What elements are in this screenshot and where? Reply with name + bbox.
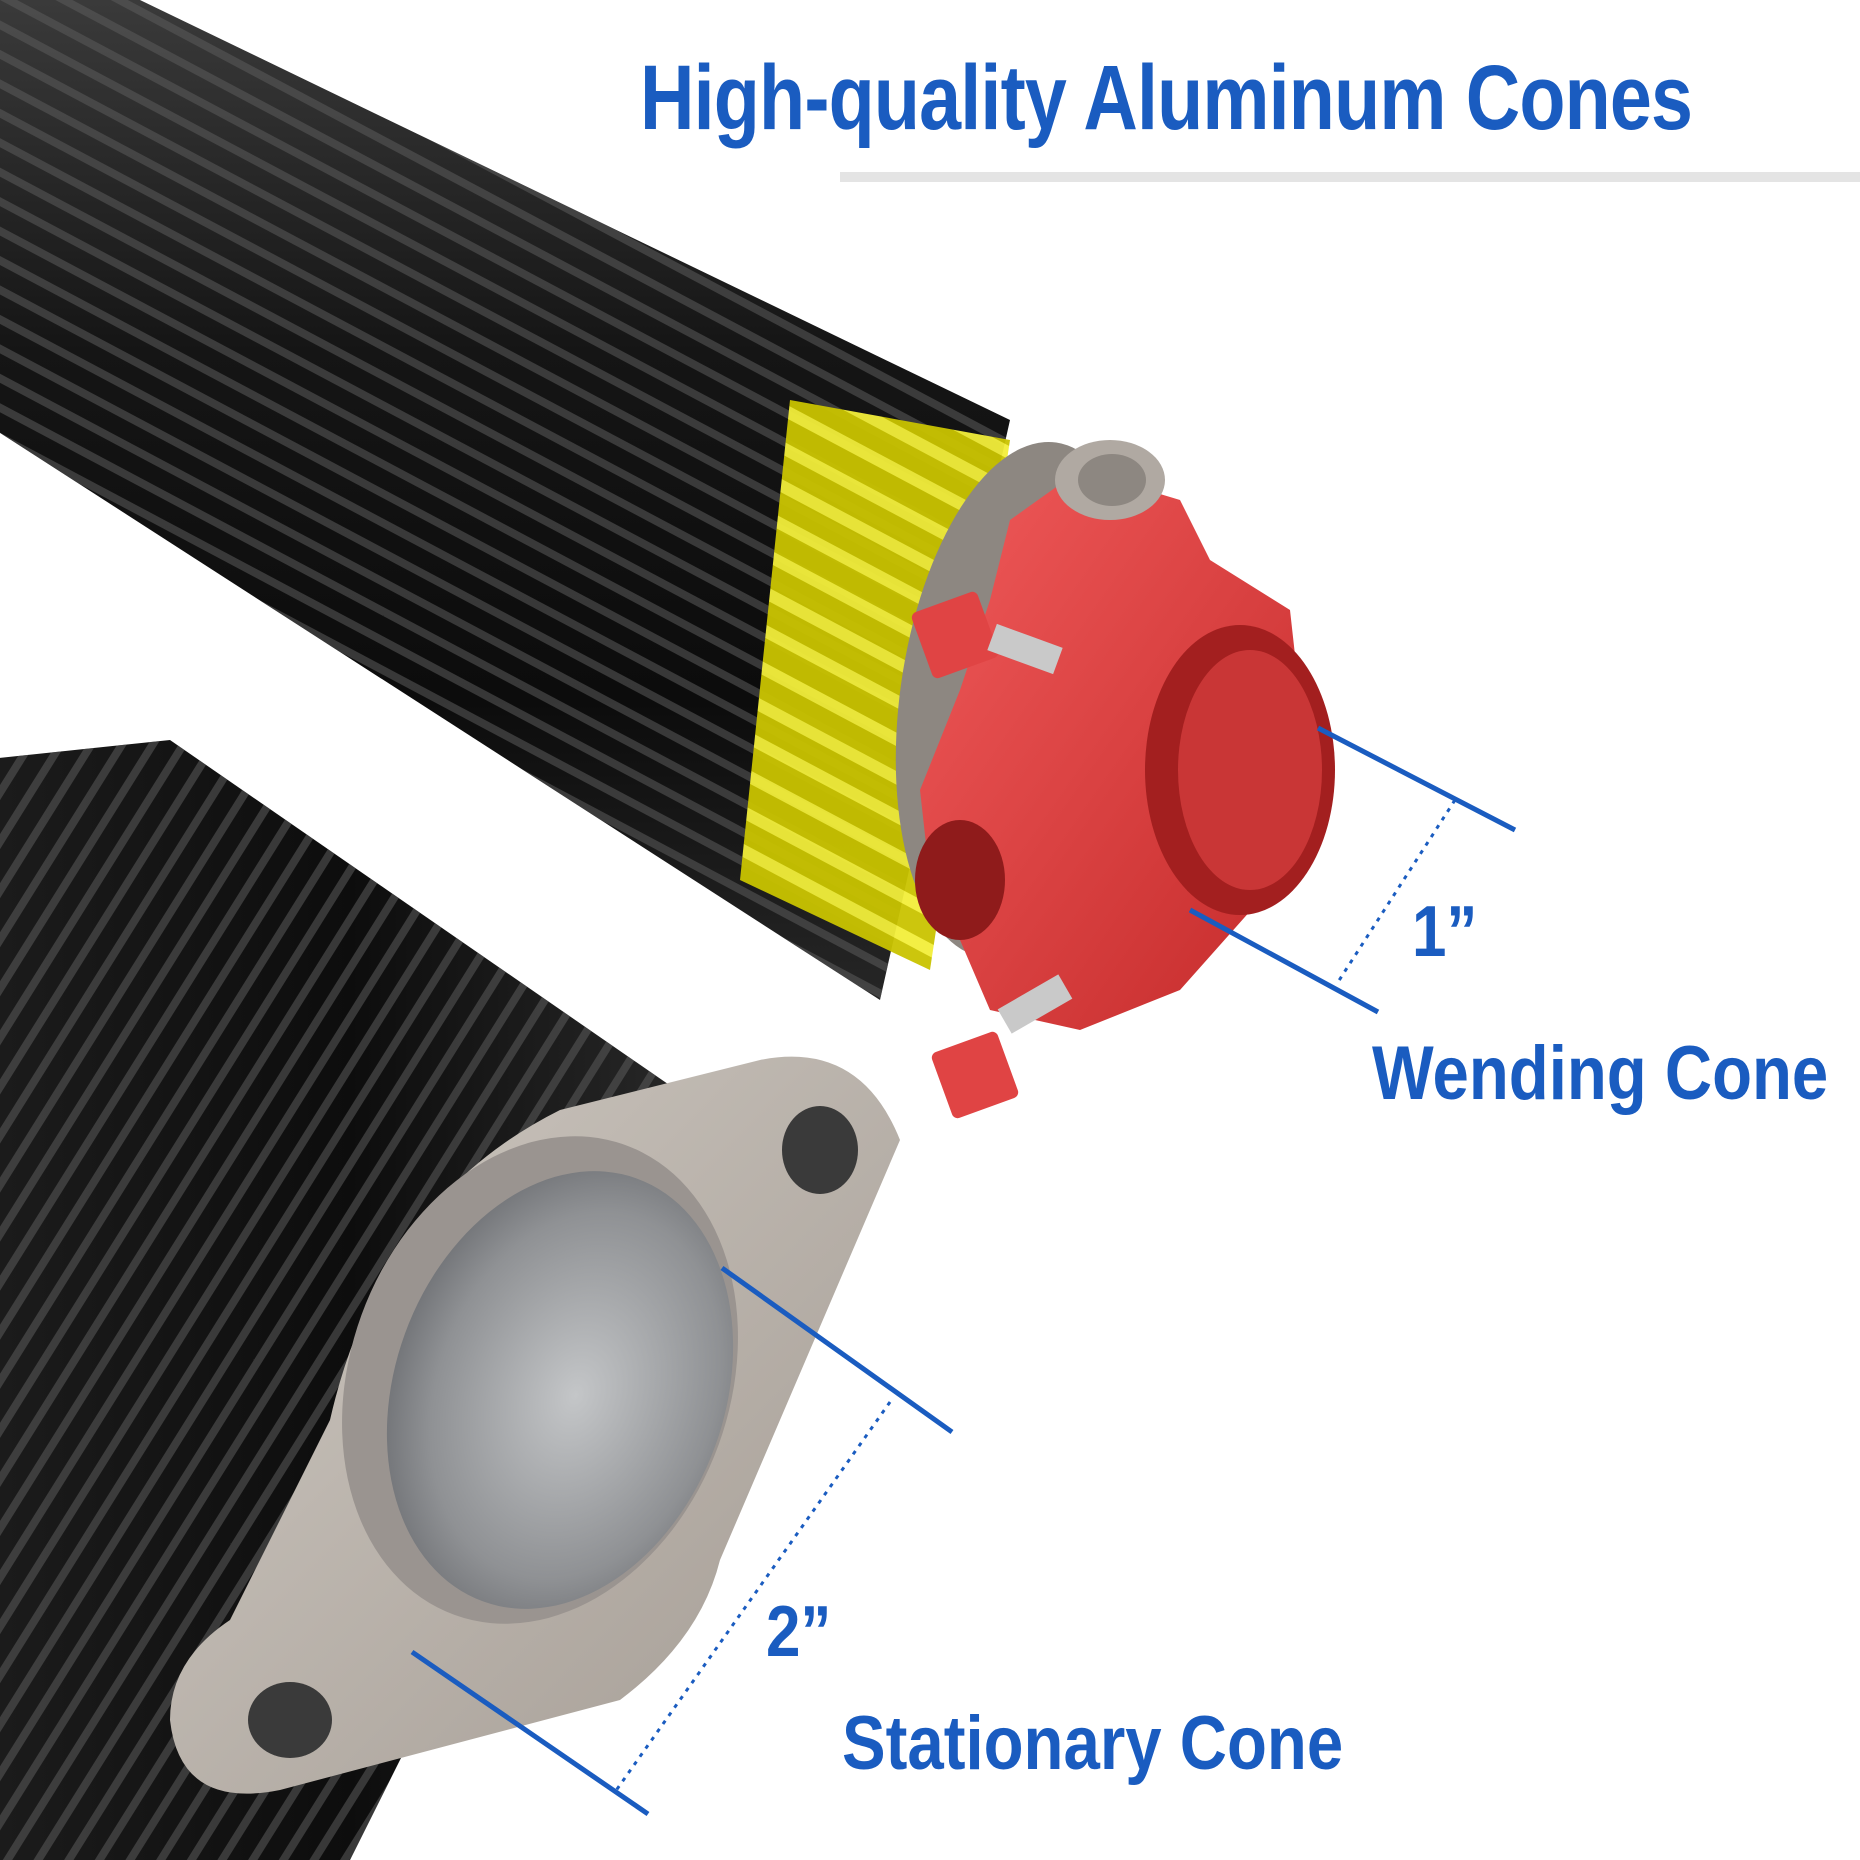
stationary-cone-illustration: [170, 1056, 900, 1794]
wending-cone-label: Wending Cone: [1372, 1031, 1829, 1116]
wending-diameter-label: 1”: [1412, 892, 1478, 972]
wending-dimension-lines: [1188, 725, 1517, 1015]
page-title: High-quality Aluminum Cones: [640, 47, 1693, 149]
stationary-cone-label: Stationary Cone: [842, 1701, 1344, 1786]
title-underline: [840, 172, 1860, 182]
upper-spring: [0, 0, 1010, 1000]
stationary-diameter-label: 2”: [766, 1592, 832, 1672]
lower-spring: [0, 740, 720, 1860]
winding-cone-illustration: [895, 440, 1335, 1119]
stationary-dimension-lines: [410, 1265, 954, 1817]
